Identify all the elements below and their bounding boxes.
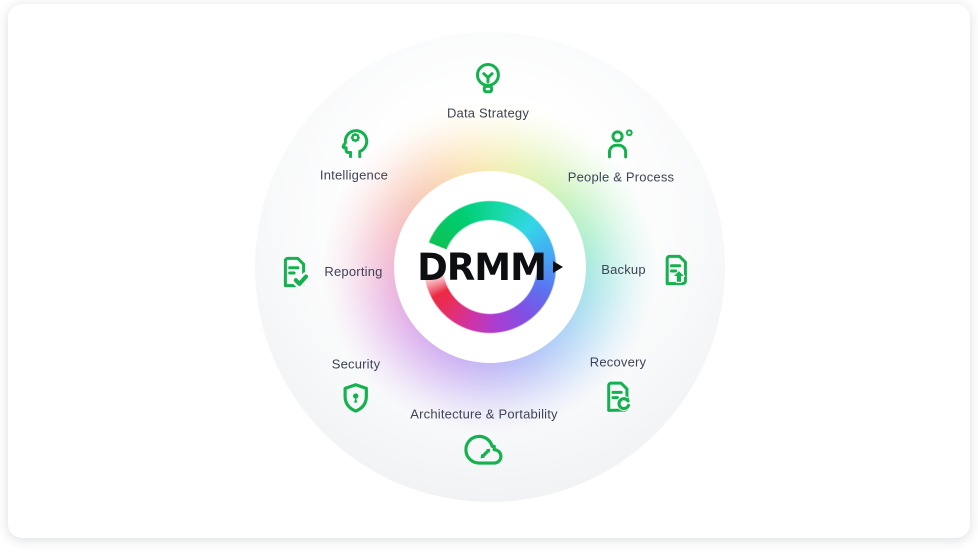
item-reporting: Reporting [275, 253, 382, 291]
person-gear-icon [608, 129, 634, 159]
document-upload-icon [665, 254, 687, 286]
rainbow-ring [422, 199, 558, 335]
item-intelligence: Intelligence [320, 123, 388, 184]
head-gear-icon [341, 129, 369, 159]
lightbulb-icon [476, 62, 500, 94]
center-circle: DRMM [394, 171, 586, 363]
item-architecture-portability: Architecture & Portability [410, 407, 558, 470]
item-label: Reporting [324, 264, 383, 280]
item-recovery: Recovery [590, 355, 647, 416]
item-label: Recovery [589, 354, 647, 370]
drmm-logo-text: DRMM [417, 245, 547, 289]
item-people-process: People & Process [568, 125, 675, 186]
shield-keyhole-icon [343, 382, 369, 413]
item-label: Backup [601, 262, 646, 278]
item-backup: Backup [601, 251, 695, 289]
document-restore-icon [607, 381, 632, 412]
drmm-logo: DRMM [417, 249, 563, 286]
item-label: Architecture & Portability [410, 406, 558, 422]
item-label: Intelligence [319, 167, 389, 183]
cloud-transfer-icon [464, 434, 503, 465]
play-arrow-icon [552, 261, 563, 273]
document-check-icon [283, 256, 311, 289]
item-label: People & Process [567, 169, 675, 185]
item-security: Security [332, 357, 381, 418]
item-label: Security [331, 356, 381, 372]
drmm-maturity-card: DRMM Data Strategy People & Process Back… [8, 4, 970, 538]
item-label: Data Strategy [446, 105, 530, 121]
item-data-strategy: Data Strategy [447, 61, 529, 122]
